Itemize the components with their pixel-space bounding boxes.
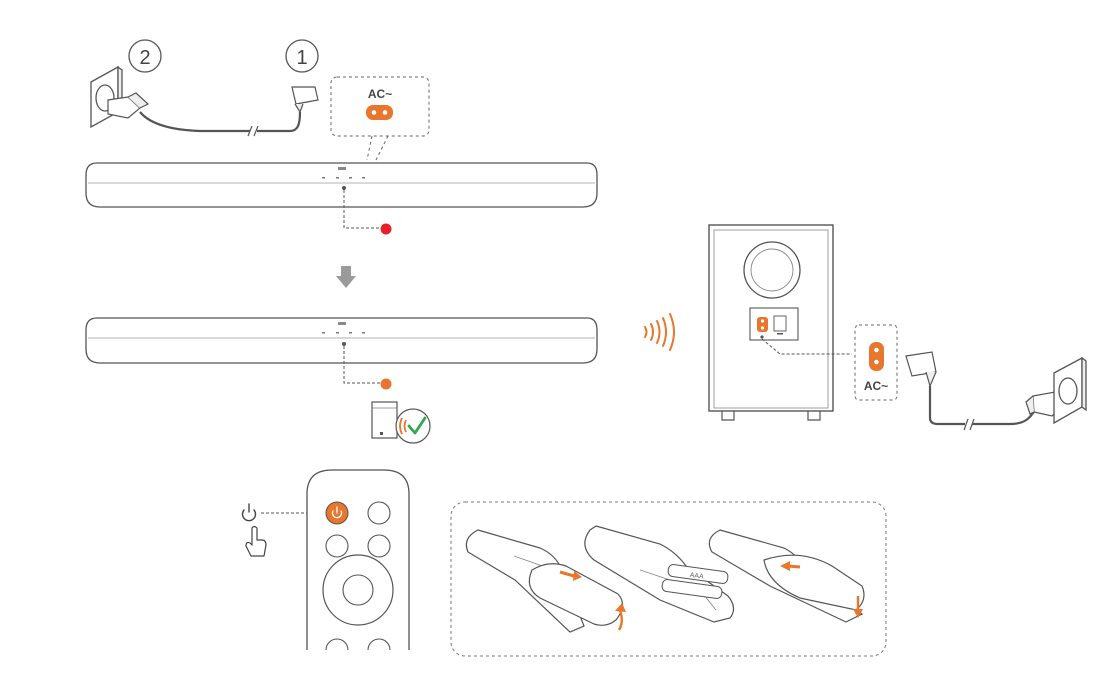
subwoofer-ac-callout: AC~ (854, 324, 898, 401)
wall-socket-icon (90, 65, 123, 129)
power-plug-icon (107, 92, 150, 119)
ac-connector-plug-right (905, 351, 937, 388)
subwoofer-ac-inlet (757, 317, 768, 332)
step-2-marker: 2 (128, 39, 162, 73)
subwoofer (708, 224, 852, 421)
ac-inlet-callout: AC~ (330, 76, 430, 161)
battery-cover (528, 563, 624, 626)
remote-button (367, 501, 391, 525)
remote-control (306, 469, 410, 651)
subwoofer-connected-icon (371, 401, 431, 444)
step-1-number: 1 (296, 47, 307, 69)
down-arrow-icon (336, 266, 356, 288)
remote-open-cover (465, 529, 626, 633)
subwoofer-driver (743, 241, 801, 299)
ac-inlet-icon-right (869, 342, 884, 371)
ac-label-right: AC~ (864, 379, 888, 393)
power-cord-right (928, 386, 1036, 426)
wall-socket-icon-right (1053, 356, 1087, 425)
ac-inlet-icon (366, 105, 393, 120)
ac-label: AC~ (368, 87, 392, 101)
remote-batteries: AAA (584, 525, 735, 623)
soundbar-standby (85, 162, 598, 235)
remote-button (367, 534, 391, 558)
status-led-orange (380, 378, 392, 390)
step-2-number: 2 (139, 47, 150, 69)
step-1-marker: 1 (285, 39, 319, 73)
power-cord (139, 111, 302, 133)
remote-button (325, 534, 349, 558)
ac-connector-plug (291, 86, 319, 114)
finger-press-icon (245, 525, 267, 557)
remote-close-cover (708, 529, 865, 623)
battery-label: AAA (689, 572, 704, 581)
wireless-signal-icon (644, 313, 675, 351)
battery-replacement-panel: AAA (450, 501, 887, 657)
power-symbol-icon (241, 503, 257, 522)
checkmark-icon (407, 416, 427, 435)
soundbar-on (85, 317, 598, 390)
status-led-red (380, 223, 392, 235)
battery-aaa: AAA (661, 564, 729, 599)
